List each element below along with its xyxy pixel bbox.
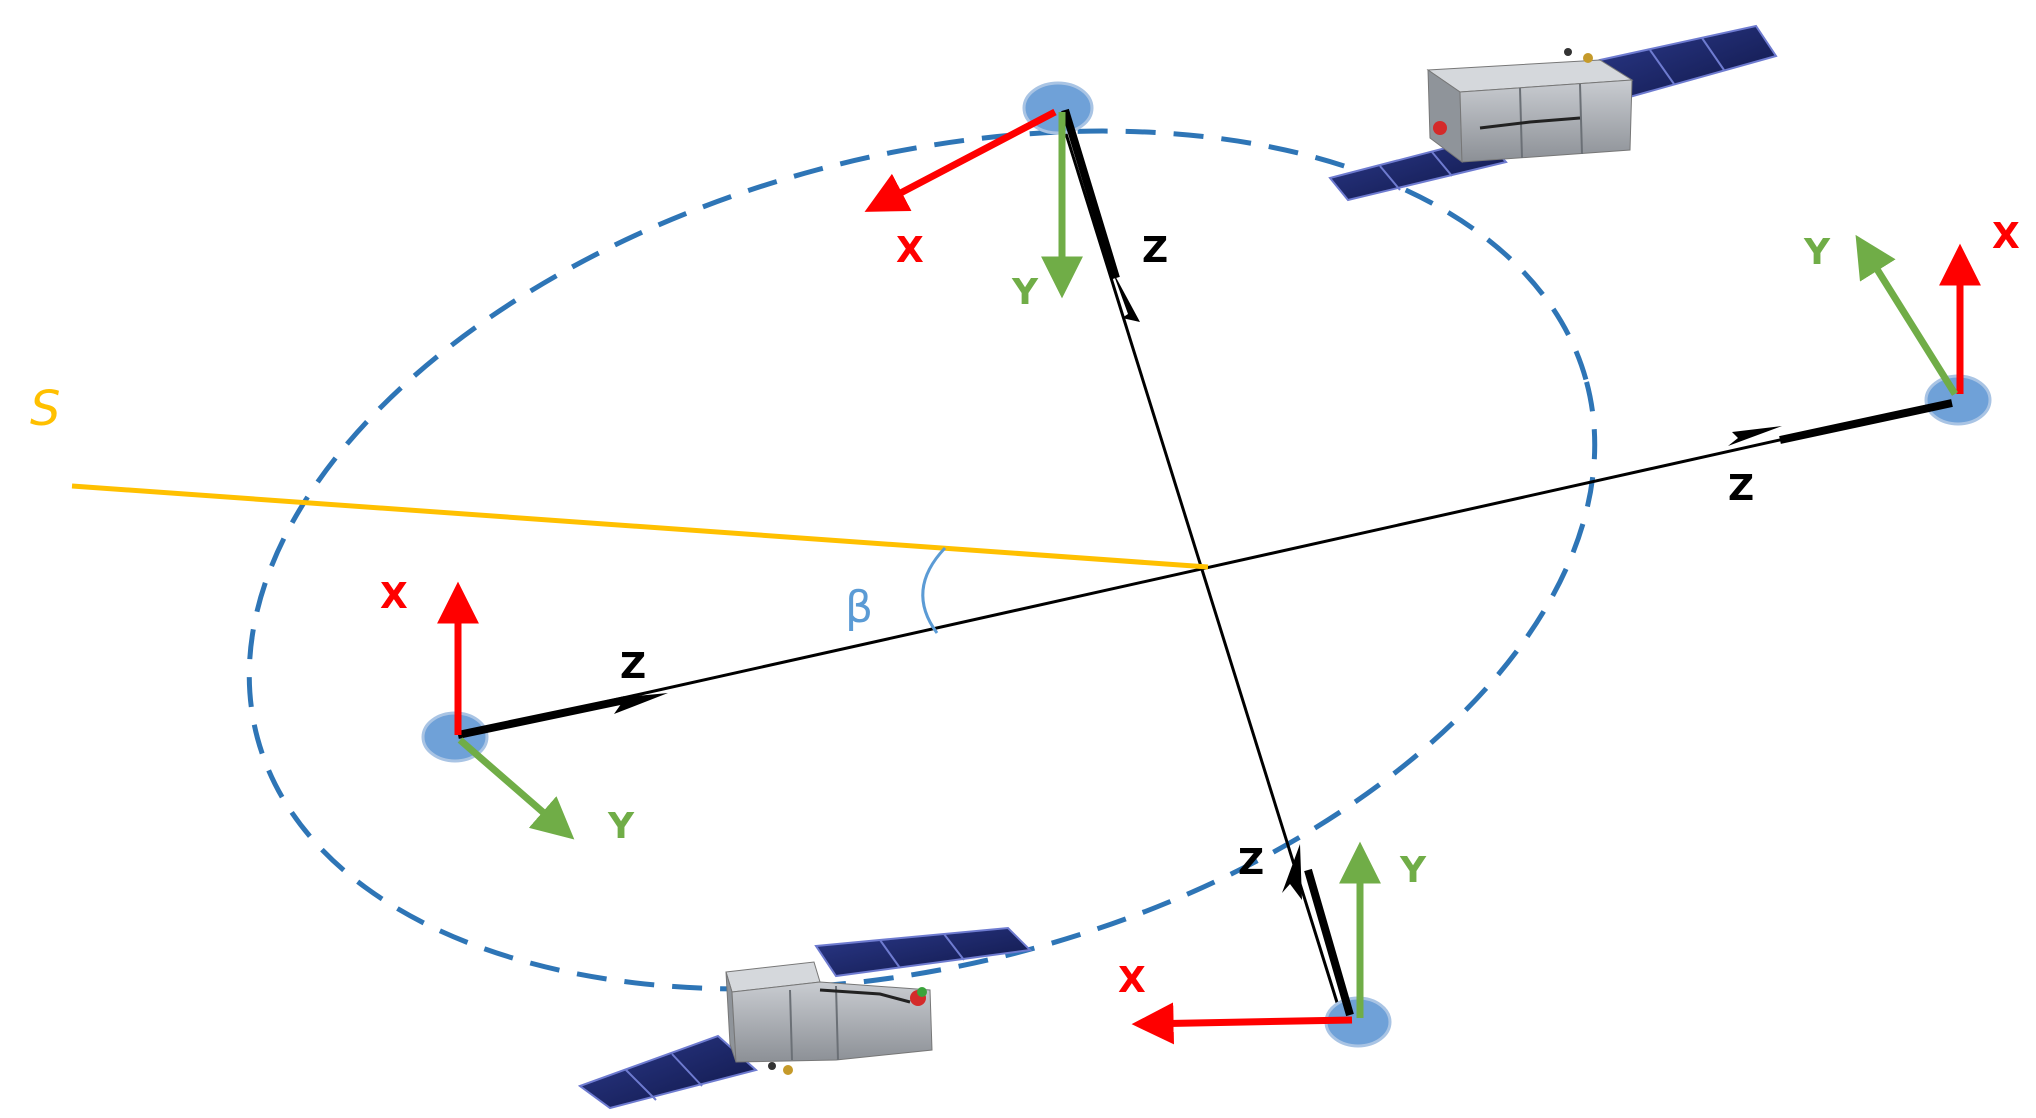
node-top-x-label: X xyxy=(896,230,924,271)
satellite-icon-top xyxy=(1328,24,1778,202)
node-left-z-arrow xyxy=(457,696,626,739)
node-bottom-z-arrow xyxy=(1304,868,1354,1017)
node-top-x-arrow xyxy=(864,108,1057,212)
node-right-x-label: X xyxy=(1992,216,2020,257)
node-top-z-arrow xyxy=(1061,108,1120,280)
node-bottom-x-arrow xyxy=(1131,1002,1353,1045)
node-right-y-arrow xyxy=(1855,234,1958,396)
beta-angle-arc xyxy=(921,546,947,634)
solar-panel-icon xyxy=(577,1034,759,1110)
z-arrowhead-bottom xyxy=(1282,844,1302,900)
orbit-in-plane-axis xyxy=(447,400,1951,739)
z-arrowhead-right xyxy=(1728,426,1782,446)
node-left-y-label: Y xyxy=(607,806,635,847)
z-arrowhead-top xyxy=(1112,270,1140,322)
solar-panel-icon xyxy=(814,926,1033,978)
node-right: X Y Z xyxy=(1728,216,2020,509)
node-bottom-y-label: Y xyxy=(1399,850,1427,891)
node-top: X Y Z xyxy=(864,81,1168,313)
node-left-y-arrow xyxy=(457,737,575,840)
node-left-x-label: X xyxy=(380,576,408,617)
node-right-y-label: Y xyxy=(1803,232,1831,273)
sun-direction-line xyxy=(71,483,1209,570)
sun-label: S xyxy=(30,381,60,437)
orbit-normal-axis xyxy=(1056,107,1342,1013)
node-left: X Y Z xyxy=(380,576,646,847)
node-top-z-label: Z xyxy=(1142,230,1168,271)
node-bottom-z-label: Z xyxy=(1238,842,1264,883)
beta-angle-label: β xyxy=(845,582,873,633)
node-bottom-x-label: X xyxy=(1118,960,1146,1001)
satellite-icon-bottom xyxy=(577,926,1033,1110)
node-bottom: X Y Z xyxy=(1118,841,1427,1048)
node-right-z-arrow xyxy=(1779,399,1953,444)
z-arrowhead-left xyxy=(614,693,668,714)
node-left-z-label: Z xyxy=(620,646,646,687)
node-right-z-label: Z xyxy=(1728,468,1754,509)
node-top-y-label: Y xyxy=(1011,272,1039,313)
